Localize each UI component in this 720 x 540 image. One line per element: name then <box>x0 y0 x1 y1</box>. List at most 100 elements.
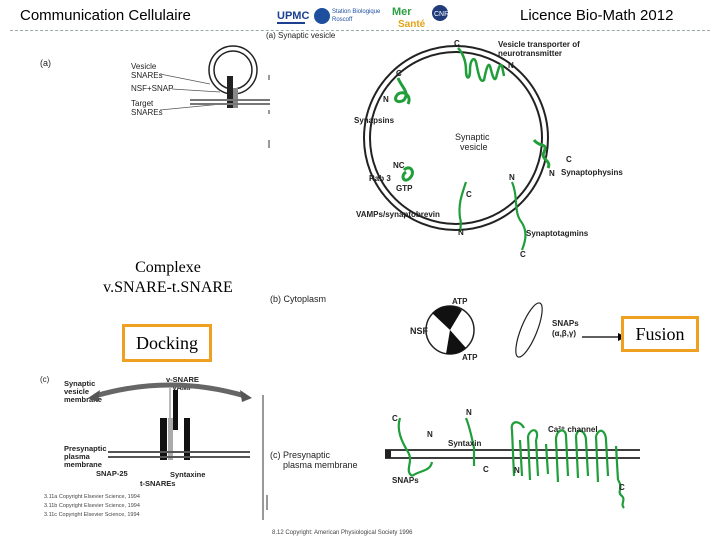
synaptophysins-label: Synaptophysins <box>561 168 623 177</box>
presynaptic-label: Presynaptic plasma membrane <box>64 444 109 469</box>
syntaxine-tm <box>184 418 190 460</box>
nsf-atp-wedge-top <box>432 306 462 330</box>
panel-c-right-line2: plasma membrane <box>283 460 358 470</box>
membrane-cap <box>385 450 391 458</box>
atp-bottom-label: ATP <box>462 353 478 362</box>
synaptic-vesicle-line1: Synaptic <box>455 132 490 142</box>
target-snares-line1: Target <box>131 99 154 108</box>
panel-c-right-line1: (c) Presynaptic <box>270 450 331 460</box>
syntaxin-c-label: C <box>483 465 489 474</box>
snaps-label: SNAPs (α,β,γ) <box>552 319 581 338</box>
copyright-line-1: 3.11a Copyright Elsevier Science, 1994 <box>44 494 140 500</box>
syntaxin-n-label: N <box>466 408 472 417</box>
snaps-lower-label: SNAPs <box>392 476 419 485</box>
synaptotagmins-label: Synaptotagmins <box>526 229 589 238</box>
nsf-atp-wedge-bottom <box>446 330 466 355</box>
docking-box: Docking <box>122 324 212 362</box>
tsnares-label: t-SNAREs <box>140 479 175 488</box>
presynaptic-line1: Presynaptic <box>64 444 107 453</box>
ca-channel-c-label: C <box>619 483 625 492</box>
snaps-shape <box>515 302 543 358</box>
presynaptic-line3: membrane <box>64 460 102 469</box>
syntaxin-protein <box>464 417 476 466</box>
nsf-snap-label: NSF+SNAP <box>131 84 173 93</box>
synaptotagmin-c-label: C <box>520 250 526 259</box>
station-roscoff-logo: Station Biologique Roscoff <box>314 8 381 24</box>
vamp-n-label: N <box>458 228 464 237</box>
membrane-arrow-left <box>88 390 100 402</box>
svg-text:UPMC: UPMC <box>277 10 309 22</box>
cnrs-logo: CNRS <box>432 5 454 21</box>
snap-n-label: N <box>427 430 433 439</box>
bottom-copyright: 8.12 Copyright: American Physiological S… <box>272 530 413 536</box>
rab3-nc-label: NC <box>393 161 405 170</box>
pointer-line <box>159 73 211 85</box>
snaps-line1: SNAPs <box>552 319 579 328</box>
rab3-protein <box>401 166 414 182</box>
gtp-label: GTP <box>396 184 413 193</box>
ca-channel-n-label: N <box>514 466 520 475</box>
vesicle-snares-line1: Vesicle <box>131 62 157 71</box>
copyright-line-3: 3.11c Copyright Elsevier Science, 1994 <box>44 512 140 518</box>
vamp-c-label: C <box>466 190 472 199</box>
synapsin-protein <box>394 77 411 105</box>
nsf-snap-bar <box>233 88 238 108</box>
panel-a-left-tag: (a) <box>40 58 51 68</box>
vesicle-membrane-arc <box>94 382 246 399</box>
panel-a-right: (a) Synaptic vesicle Synaptic vesicle C … <box>266 31 623 259</box>
ca-channel-tail <box>617 479 625 509</box>
synapsins-label: Synapsins <box>354 116 395 125</box>
target-snares-label: Target SNAREs <box>131 99 163 117</box>
mer-sante-logo: Mer Santé <box>392 6 426 30</box>
synapsin-c-label: C <box>396 69 402 78</box>
svg-text:CNRS: CNRS <box>434 11 454 18</box>
panel-a-right-title: (a) Synaptic vesicle <box>266 31 336 40</box>
synaptic-vesicle-inner <box>369 51 543 225</box>
complexe-line1: Complexe <box>135 259 201 276</box>
ca-channel-loops <box>510 421 608 441</box>
membrane-arrow-right <box>240 390 252 402</box>
complexe-label: Complexe v.SNARE-t.SNARE <box>88 258 248 298</box>
synaptic-vesicle-line2: vesicle <box>460 142 488 152</box>
snap25-label: SNAP-25 <box>96 469 128 478</box>
vesicle-membrane-line1: Synaptic <box>64 379 95 388</box>
svg-text:Station Biologique: Station Biologique <box>332 9 381 15</box>
panel-c-left-tag: (c) <box>40 375 50 384</box>
vamp-protein <box>458 181 468 233</box>
logo-strip: UPMC Station Biologique Roscoff Mer Sant… <box>276 5 454 30</box>
presynaptic-line2: plasma <box>64 452 91 461</box>
header-right-title: Licence Bio-Math 2012 <box>520 7 674 24</box>
transporter-label: Vesicle transporter of neurotransmitter <box>498 40 582 58</box>
synaptotagmin-n-label: N <box>509 173 515 182</box>
atp-top-label: ATP <box>452 297 468 306</box>
target-snares-line2: SNAREs <box>131 108 163 117</box>
vesicle-snares-label: Vesicle SNAREs <box>131 62 163 80</box>
synaptic-vesicle-outer <box>363 45 549 231</box>
panel-a-left: (a) Vesicle SNAREs NSF+SNAP Target SNARE… <box>40 45 270 117</box>
panel-c-right-title: (c) Presynaptic plasma membrane <box>270 450 358 470</box>
svg-text:Santé: Santé <box>398 19 426 30</box>
vsnare-line1: v-SNARE <box>166 375 199 384</box>
snap-c-label: C <box>392 414 398 423</box>
copyright-line-2: 3.11b Copyright Elsevier Science, 1994 <box>44 503 140 509</box>
vesicle-membrane-line3: membrane <box>64 395 102 404</box>
snap25-bar <box>160 418 167 460</box>
synaptotagmin-protein <box>510 181 527 251</box>
vesicle-transporter-protein <box>457 47 506 83</box>
synaptophysin-n-label: N <box>549 169 555 178</box>
svg-text:Roscoff: Roscoff <box>332 17 353 23</box>
syntaxin-label: Syntaxin <box>448 439 481 448</box>
transporter-n-label: N <box>508 61 514 70</box>
transporter-line1: Vesicle transporter of <box>498 40 580 49</box>
vesicle-snares-line2: SNAREs <box>131 71 163 80</box>
vesicle-membrane-line2: vesicle <box>64 387 89 396</box>
vamp-bar <box>173 390 178 430</box>
complexe-line2: v.SNARE-t.SNARE <box>103 279 233 296</box>
syntaxine-bar <box>168 418 173 460</box>
snap-protein-tail <box>411 461 434 477</box>
pointer-line <box>171 88 221 93</box>
v-snare-bar <box>227 76 233 108</box>
snap-protein <box>397 417 413 477</box>
synaptic-vesicle-label: Synaptic vesicle <box>455 132 492 152</box>
